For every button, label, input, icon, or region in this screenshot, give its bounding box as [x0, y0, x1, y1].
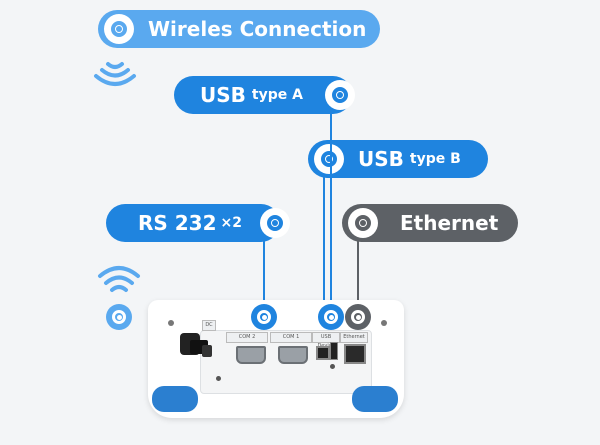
- target-icon: [251, 304, 277, 330]
- ethernet-port-icon: [344, 344, 366, 364]
- target-icon: [314, 144, 344, 174]
- target-icon: [260, 208, 290, 238]
- usb-type-b-pill: USB type B: [308, 140, 488, 178]
- screw: [168, 320, 174, 326]
- usb-b-label: USB: [358, 147, 404, 171]
- ethernet-connector-line: [357, 240, 359, 304]
- wireless-connection-pill: Wireles Connection: [98, 10, 380, 48]
- rs232-sublabel: ×2: [220, 215, 242, 231]
- rs232-connector-line: [263, 240, 265, 304]
- usb-port-icon: [316, 346, 330, 360]
- dc-label: DC: [202, 320, 216, 331]
- usb-a-label: USB: [200, 83, 246, 107]
- com2-label: COM 2: [226, 332, 268, 343]
- ethernet-label: Ethernet: [400, 211, 499, 235]
- usb-port-icon: [330, 342, 338, 360]
- serial-port-icon: [278, 346, 308, 364]
- target-icon: [106, 304, 132, 330]
- rs232-label: RS 232: [138, 211, 217, 235]
- target-icon: [345, 304, 371, 330]
- target-icon: [324, 80, 355, 110]
- ethernet-port-label: Ethernet: [340, 332, 368, 343]
- screw: [381, 320, 387, 326]
- target-icon: [104, 14, 134, 44]
- wifi-icon: [94, 62, 136, 86]
- rs232-pill: RS 232 ×2: [106, 204, 290, 242]
- com1-label: COM 1: [270, 332, 312, 343]
- target-icon: [348, 208, 378, 238]
- wireless-label: Wireles Connection: [148, 17, 367, 41]
- usb-type-a-pill: USB type A: [174, 76, 355, 114]
- screw: [216, 376, 221, 381]
- foot-right: [352, 386, 398, 412]
- usb-b-sublabel: type B: [409, 151, 461, 167]
- usb-a-sublabel: type A: [251, 87, 303, 103]
- usb-a-connector-line: [330, 112, 332, 304]
- ethernet-pill: Ethernet: [342, 204, 518, 242]
- serial-port-icon: [236, 346, 266, 364]
- wifi-icon: [98, 266, 140, 292]
- power-connector: [202, 345, 212, 357]
- screw: [330, 364, 335, 369]
- usb-b-connector-line: [323, 176, 325, 304]
- foot-left: [152, 386, 198, 412]
- target-icon: [318, 304, 344, 330]
